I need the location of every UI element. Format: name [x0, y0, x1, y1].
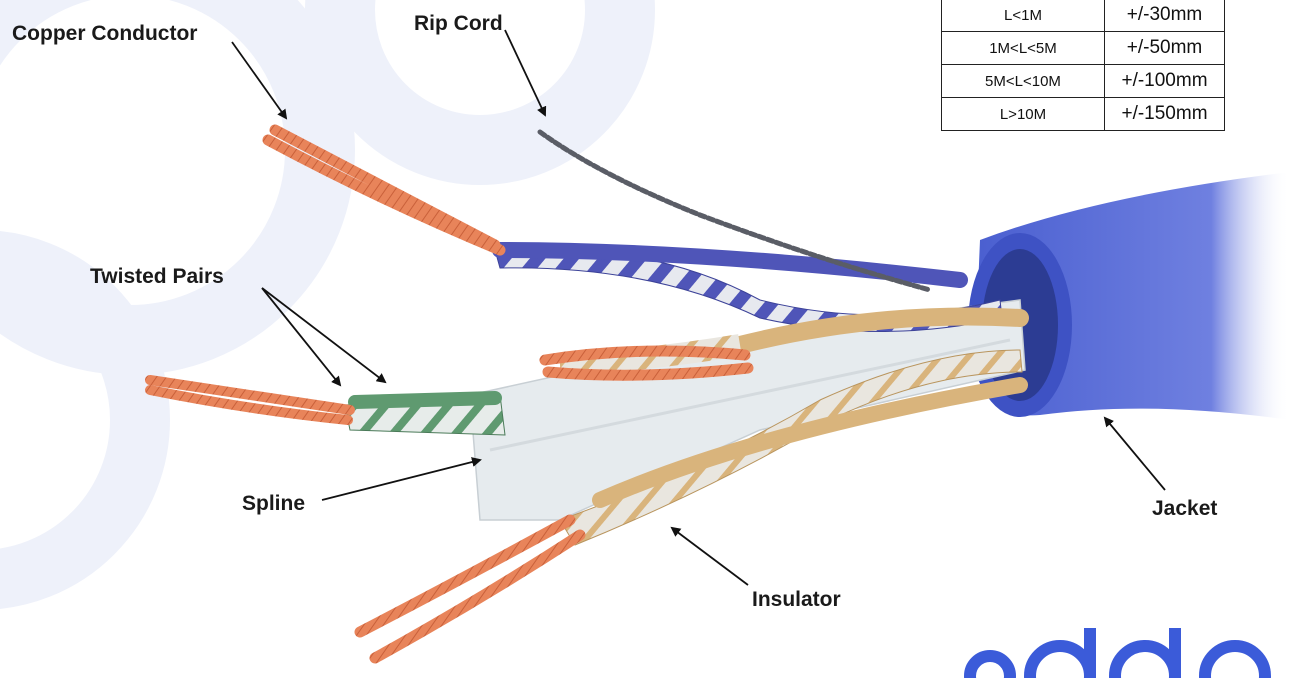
- length-cell: 5M<L<10M: [942, 65, 1105, 98]
- length-cell: L>10M: [942, 98, 1105, 131]
- tolerance-cell: +/-150mm: [1105, 98, 1225, 131]
- label-jacket: Jacket: [1152, 497, 1217, 521]
- brand-logo: [960, 618, 1290, 678]
- table-row: 1M<L<5M +/-50mm: [942, 32, 1225, 65]
- table-row: 5M<L<10M +/-100mm: [942, 65, 1225, 98]
- tolerance-cell: +/-30mm: [1105, 0, 1225, 32]
- label-spline: Spline: [242, 492, 305, 516]
- twisted-pairs-arrow-1: [262, 288, 340, 385]
- jacket-arrow: [1105, 418, 1165, 490]
- length-cell: L<1M: [942, 0, 1105, 32]
- label-rip-cord: Rip Cord: [414, 12, 503, 36]
- spline-arrow: [322, 460, 480, 500]
- twisted-pairs-arrow-2: [262, 288, 385, 382]
- table-row: L<1M +/-30mm: [942, 0, 1225, 32]
- label-twisted-pairs: Twisted Pairs: [90, 265, 224, 289]
- label-insulator: Insulator: [752, 588, 841, 612]
- tolerance-cell: +/-100mm: [1105, 65, 1225, 98]
- tolerance-cell: +/-50mm: [1105, 32, 1225, 65]
- copper-conductor-arrow: [232, 42, 286, 118]
- tolerance-table: L<1M +/-30mm 1M<L<5M +/-50mm 5M<L<10M +/…: [941, 0, 1225, 131]
- length-cell: 1M<L<5M: [942, 32, 1105, 65]
- label-copper-conductor: Copper Conductor: [12, 22, 197, 46]
- insulator-arrow: [672, 528, 748, 585]
- table-row: L>10M +/-150mm: [942, 98, 1225, 131]
- rip-cord-arrow: [505, 30, 545, 115]
